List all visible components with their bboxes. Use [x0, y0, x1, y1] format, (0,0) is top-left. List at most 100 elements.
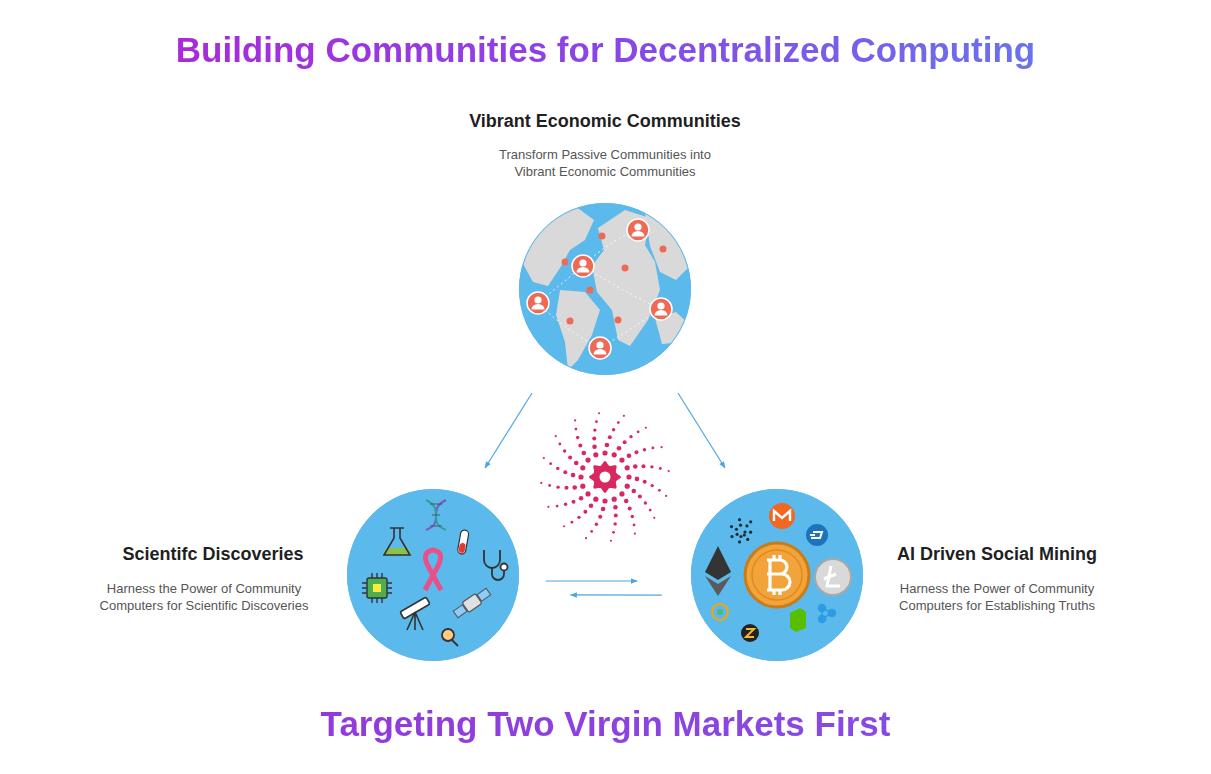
iota-icon: [736, 533, 739, 536]
topic-circle: AI Driven Social MiningHarness the Power…: [691, 489, 863, 661]
science-picture: [347, 489, 519, 661]
chip-icon: [373, 584, 381, 592]
nem-icon: [717, 609, 723, 615]
starburst-logo: [572, 485, 577, 490]
globe-picture: [650, 298, 672, 320]
starburst-logo: [585, 457, 590, 462]
bitcoin-icon: [745, 543, 809, 607]
globe-picture: [587, 287, 594, 294]
litecoin-icon: [815, 559, 851, 595]
satellite-icon: [453, 605, 467, 618]
dash-icon: [810, 532, 822, 538]
topic-circle: Scientifc DiscoveriesHarness the Power o…: [347, 489, 519, 661]
starburst-logo: [556, 505, 559, 508]
telescope-icon: [400, 597, 430, 630]
starburst-logo: [570, 521, 573, 524]
starburst-logo: [638, 495, 642, 499]
chip-icon: [362, 573, 392, 603]
starburst-logo: [568, 455, 572, 459]
node-heading: AI Driven Social Mining: [847, 543, 1147, 565]
starburst-logo: [608, 435, 612, 439]
neo-icon: [790, 608, 806, 632]
zcash-icon: [746, 629, 754, 637]
starburst-logo: [643, 480, 647, 484]
flow-arrow: [485, 393, 532, 468]
iota-icon: [743, 533, 746, 536]
starburst-logo: [556, 467, 559, 470]
circle-outline: [691, 489, 863, 661]
starburst-logo: [593, 497, 598, 502]
starburst-logo: [631, 515, 634, 518]
starburst-logo: [612, 452, 617, 457]
monero-icon: [769, 503, 795, 529]
ripple-icon: [819, 616, 826, 623]
litecoin-icon: [815, 559, 851, 595]
bitcoin-icon: [767, 555, 790, 595]
chip-icon: [367, 578, 387, 598]
starburst-logo: [627, 453, 632, 458]
globe-picture: [622, 265, 629, 272]
nem-icon: [712, 604, 728, 620]
starburst-logo: [601, 507, 606, 512]
starburst-logo: [589, 503, 594, 508]
dash-icon: [806, 524, 828, 546]
node-description: Transform Passive Communities into Vibra…: [485, 146, 725, 180]
globe-picture: [572, 255, 594, 277]
test-tube-icon: [458, 542, 466, 553]
starburst-logo: [626, 474, 631, 479]
starburst-logo: [578, 444, 582, 448]
ethereum-icon: [705, 576, 731, 596]
zcash-icon: [741, 624, 759, 642]
zcash-icon: [741, 624, 759, 642]
starburst-logo: [665, 495, 667, 497]
globe-picture: [627, 219, 649, 241]
stethoscope-icon: [484, 550, 508, 580]
starburst-logo: [549, 462, 552, 465]
dna-icon: [426, 500, 446, 530]
starburst-logo: [575, 428, 578, 431]
globe-picture: [645, 206, 694, 280]
starburst-logo: [543, 457, 545, 459]
title-heading: Building Communities for Decentralized C…: [0, 28, 1211, 72]
coins-picture: [691, 489, 863, 661]
starburst-logo: [658, 489, 661, 492]
starburst-logo: [595, 420, 598, 423]
title-text: Building Communities for Decentralized C…: [176, 28, 1035, 72]
node-description: Harness the Power of Community Computers…: [872, 580, 1122, 614]
caption-heading: Targeting Two Virgin Markets First: [0, 702, 1211, 746]
starburst-logo: [651, 484, 654, 487]
starburst-logo: [643, 448, 646, 451]
globe-picture: [527, 292, 549, 314]
magnifier-icon: [442, 629, 458, 646]
starburst-logo: [645, 427, 647, 429]
starburst-logo: [585, 537, 587, 539]
starburst-logo: [612, 531, 615, 534]
starburst-logo: [625, 484, 630, 489]
flask-icon: [384, 528, 410, 555]
dna-icon: [426, 500, 446, 530]
circle-outline: [692, 490, 863, 661]
dna-icon: [430, 504, 442, 526]
iota-icon: [730, 535, 733, 538]
starburst-logo: [578, 474, 583, 479]
monero-icon: [769, 503, 795, 529]
iota-icon: [745, 524, 748, 527]
starburst-logo: [605, 443, 610, 448]
nem-icon: [712, 604, 728, 620]
starburst-logo: [592, 444, 597, 449]
iota-icon: [738, 540, 741, 543]
starburst-logo: [613, 505, 618, 510]
starburst-logo: [593, 428, 596, 431]
starburst-logo: [650, 465, 653, 468]
starburst-logo: [659, 467, 662, 470]
globe-picture: [583, 266, 661, 309]
starburst-logo: [548, 484, 551, 487]
ripple-icon: [829, 610, 836, 617]
starburst-logo: [602, 498, 607, 503]
science-picture: [347, 489, 519, 661]
iota-icon: [749, 520, 752, 523]
starburst-logo: [612, 428, 615, 431]
flow-arrow: [571, 594, 662, 595]
magnifier-icon: [442, 629, 454, 641]
